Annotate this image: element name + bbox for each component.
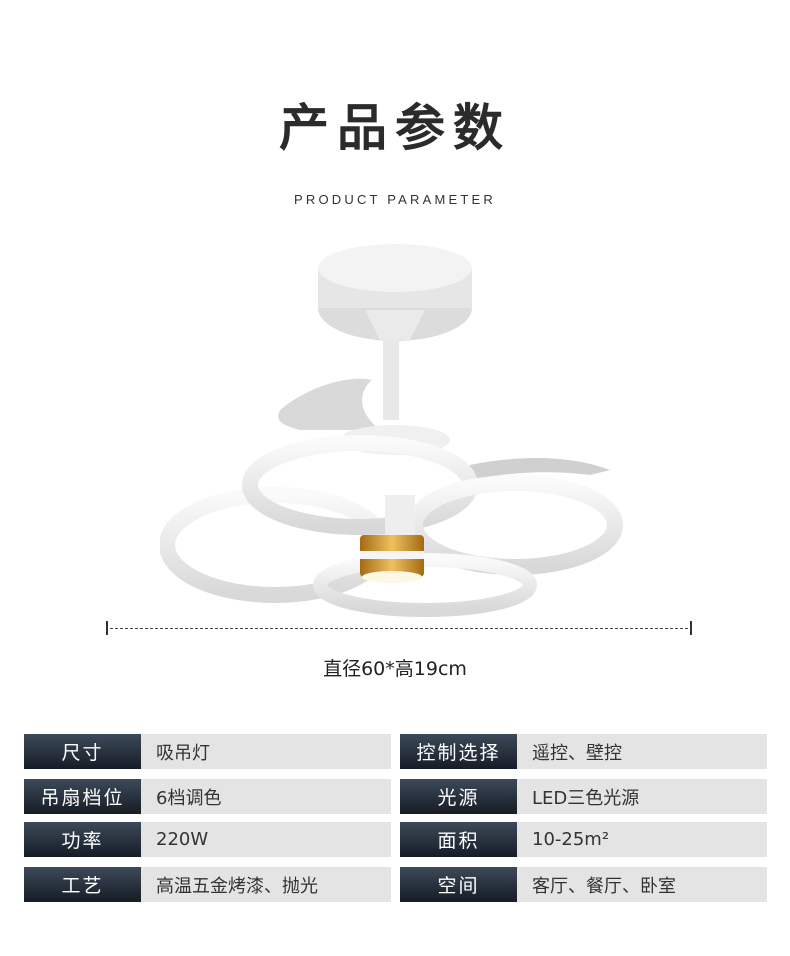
dimension-text: 直径60*高19cm [323,658,467,680]
spec-value: 6档调色 [141,779,391,814]
dimension-line [106,621,692,635]
page-subtitle: PRODUCT PARAMETER [294,192,496,207]
page-title: 产品参数 [279,99,511,157]
spec-row: 光源 LED三色光源 [400,779,767,814]
spec-row: 功率 220W [24,822,391,857]
spec-value: 高温五金烤漆、抛光 [141,867,391,902]
spec-value: 10-25m² [517,822,767,857]
spec-row: 控制选择 遥控、壁控 [400,734,767,769]
spec-label: 空间 [400,867,517,902]
spec-row: 吊扇档位 6档调色 [24,779,391,814]
spec-label: 功率 [24,822,141,857]
ceiling-fan-image [160,244,623,617]
spec-row: 尺寸 吸吊灯 [24,734,391,769]
spec-label: 吊扇档位 [24,779,141,814]
spec-value: 遥控、壁控 [517,734,767,769]
spec-row: 面积 10-25m² [400,822,767,857]
spec-value: LED三色光源 [517,779,767,814]
spec-label: 工艺 [24,867,141,902]
spec-row: 空间 客厅、餐厅、卧室 [400,867,767,902]
spec-label: 光源 [400,779,517,814]
spec-value: 吸吊灯 [141,734,391,769]
spec-label: 面积 [400,822,517,857]
spec-value: 客厅、餐厅、卧室 [517,867,767,902]
spec-label: 控制选择 [400,734,517,769]
spec-value: 220W [141,822,391,857]
spec-row: 工艺 高温五金烤漆、抛光 [24,867,391,902]
spec-label: 尺寸 [24,734,141,769]
